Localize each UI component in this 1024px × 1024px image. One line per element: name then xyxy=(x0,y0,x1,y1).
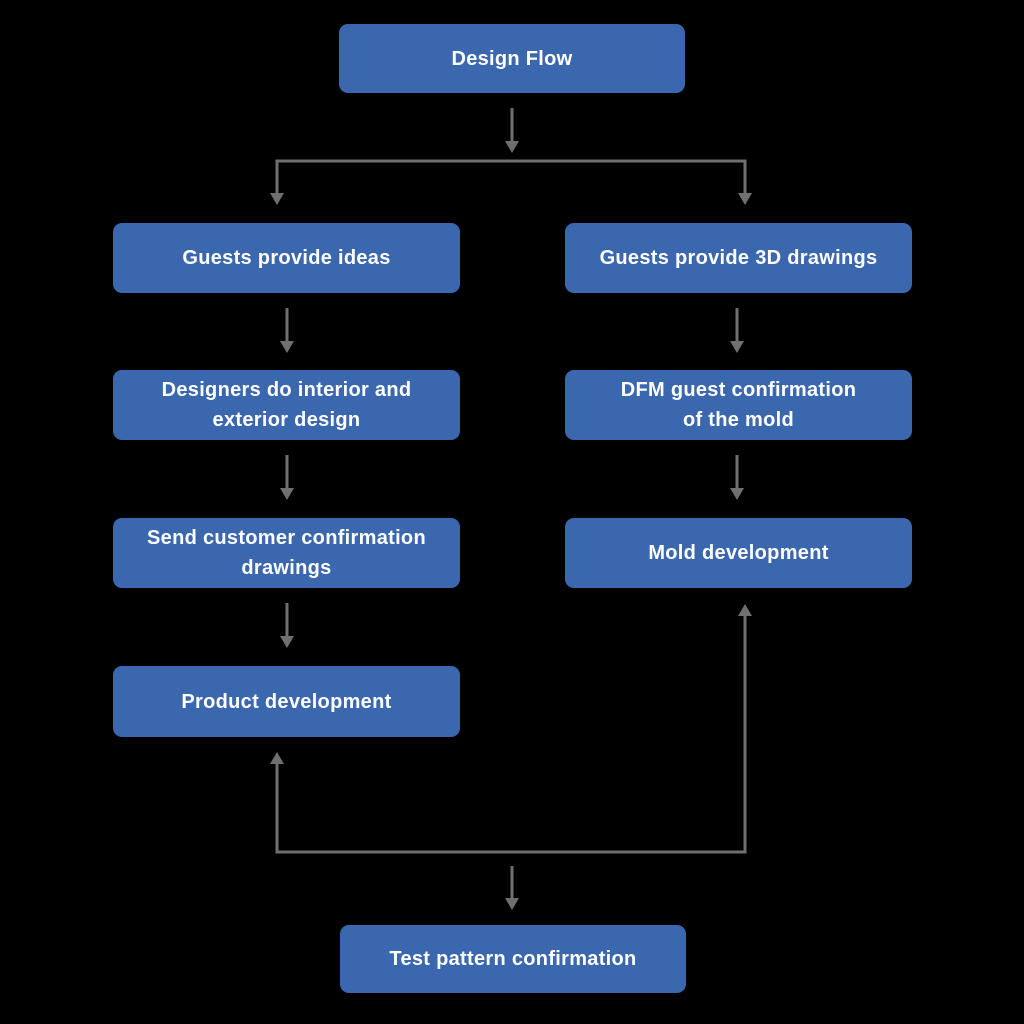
node-guests-provide-3d-drawings: Guests provide 3D drawings xyxy=(565,223,912,293)
arrowhead-3d-to-dfm-icon xyxy=(730,341,744,353)
arrowhead-split-right-icon xyxy=(738,193,752,205)
arrowhead-designers-to-send-icon xyxy=(280,488,294,500)
arrowhead-dfm-to-mold-icon xyxy=(730,488,744,500)
arrowhead-feedback-product-icon xyxy=(270,752,284,764)
node-mold-development: Mold development xyxy=(565,518,912,588)
node-guests-provide-ideas: Guests provide ideas xyxy=(113,223,460,293)
node-product-development: Product development xyxy=(113,666,460,737)
arrowhead-ideas-to-designers-icon xyxy=(280,341,294,353)
node-dfm-guest-confirmation: DFM guest confirmation of the mold xyxy=(565,370,912,440)
node-send-customer-confirmation: Send customer confirmation drawings xyxy=(113,518,460,588)
arrowhead-to-testpattern-icon xyxy=(505,898,519,910)
arrowhead-split-left-icon xyxy=(270,193,284,205)
arrowhead-send-to-product-icon xyxy=(280,636,294,648)
arrowhead-designflow-down-icon xyxy=(505,141,519,153)
edge-split-bar xyxy=(275,159,747,193)
arrowhead-feedback-mold-icon xyxy=(738,604,752,616)
node-designers-interior-exterior: Designers do interior and exterior desig… xyxy=(113,370,460,440)
node-test-pattern-confirmation: Test pattern confirmation xyxy=(340,925,686,993)
node-design-flow: Design Flow xyxy=(339,24,685,93)
edge-feedback-bar xyxy=(275,616,747,854)
